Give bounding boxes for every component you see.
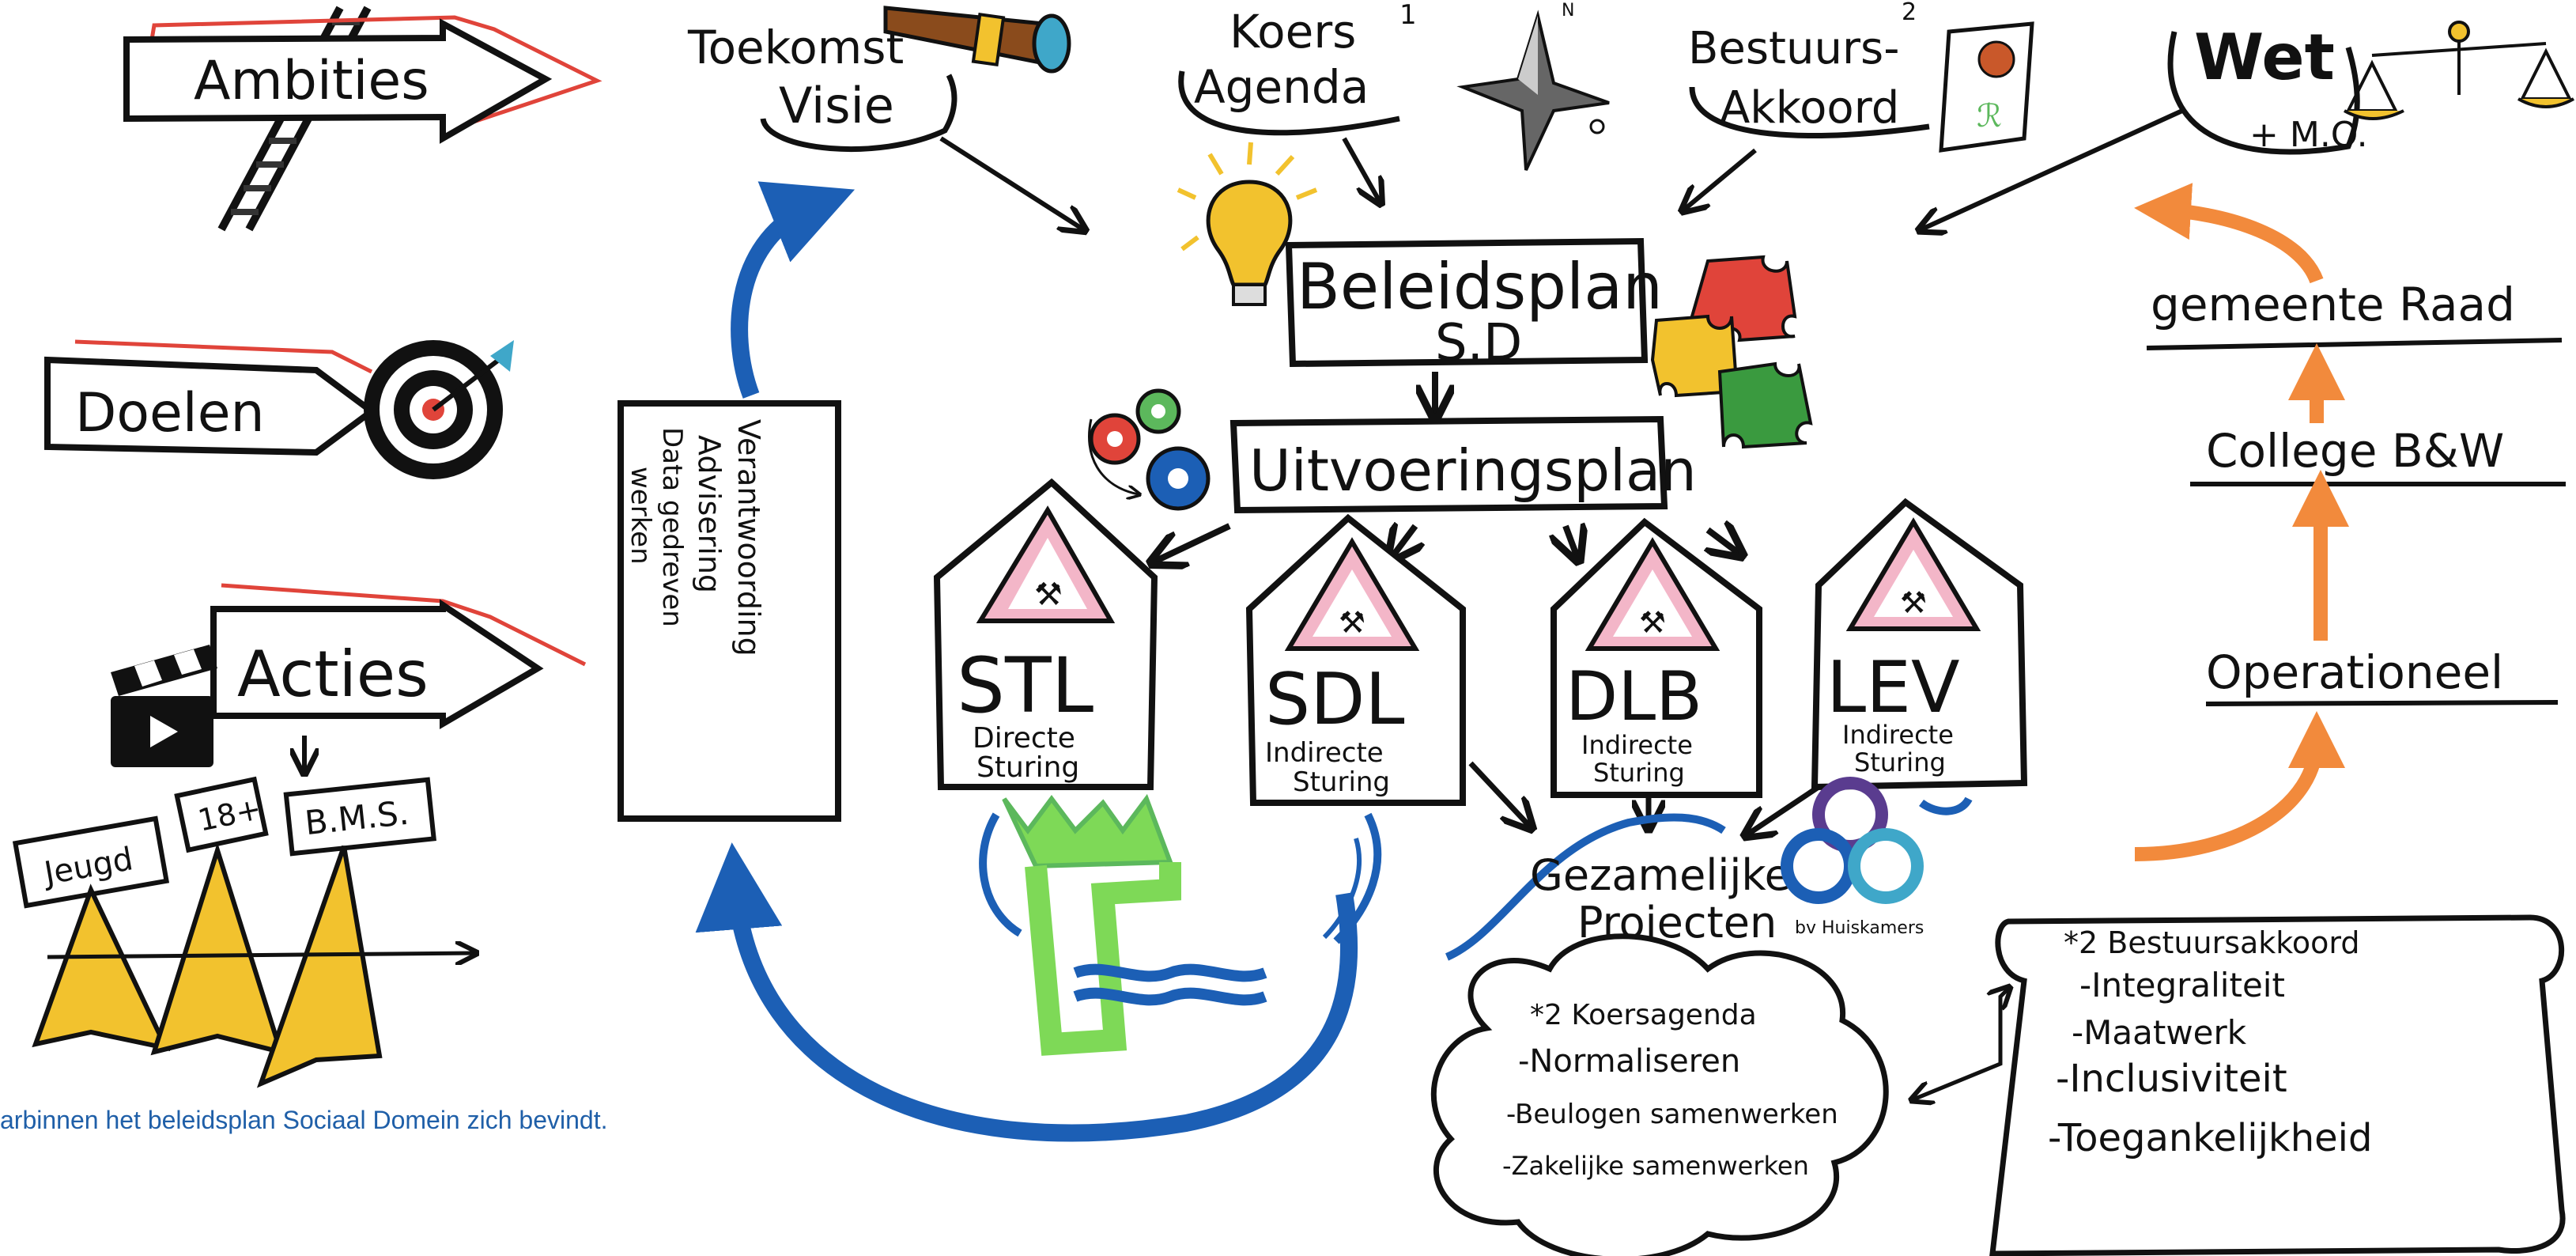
uitvoeringsplan-box: Uitvoeringsplan bbox=[1229, 415, 1697, 514]
acties-label: Acties bbox=[237, 637, 429, 711]
blue-arrow-up bbox=[731, 181, 856, 399]
svg-text:STL: STL bbox=[957, 641, 1093, 730]
bestuursakkoord-node: Bestuurs- 2 Akkoord bbox=[1688, 0, 1930, 139]
svg-text:N: N bbox=[1562, 1, 1574, 21]
svg-text:Uitvoeringsplan: Uitvoeringsplan bbox=[1249, 437, 1697, 504]
sign-stl: ⚒ STL Directe Sturing bbox=[933, 478, 1158, 790]
beleidsplan-box: Beleidsplan S.D bbox=[1285, 237, 1663, 373]
blue-wave bbox=[1445, 813, 1726, 961]
orange-arrows bbox=[2134, 183, 2349, 861]
sign-sdl: ⚒ SDL Indirecte Sturing bbox=[1245, 513, 1466, 806]
blue-arrow-cycle bbox=[695, 842, 1358, 1142]
scroll-bestuursakkoord: *2 Bestuursakkoord -Integraliteit -Maatw… bbox=[1989, 914, 2566, 1256]
svg-text:Operationeel: Operationeel bbox=[2206, 645, 2503, 699]
ambities-label: Ambities bbox=[194, 50, 429, 112]
koersagenda-node: Koers 1 Agenda bbox=[1178, 0, 1417, 136]
svg-text:-Toegankelijkheid: -Toegankelijkheid bbox=[2048, 1116, 2372, 1160]
svg-text:Directe: Directe bbox=[973, 722, 1075, 755]
blue-bracket-right bbox=[1333, 812, 1382, 944]
svg-text:1: 1 bbox=[1399, 0, 1417, 31]
ambities-arrow: Ambities bbox=[123, 15, 602, 144]
lightbulb-icon bbox=[1177, 142, 1318, 306]
sign-dlb: ⚒ DLB Indirecte Sturing bbox=[1551, 517, 1762, 798]
svg-text:Sturing: Sturing bbox=[1854, 747, 1946, 777]
svg-text:Gezamelijke: Gezamelijke bbox=[1530, 850, 1791, 900]
svg-text:gemeente Raad: gemeente Raad bbox=[2151, 278, 2515, 331]
compass-icon: N bbox=[1456, 1, 1610, 171]
blue-bracket-inner bbox=[1322, 838, 1362, 940]
toekomstvisie-node: Toekomst Visie bbox=[687, 21, 958, 153]
cloud-scroll-connector bbox=[1913, 989, 2008, 1099]
svg-text:Agenda: Agenda bbox=[1194, 60, 1369, 114]
svg-text:⚒: ⚒ bbox=[1900, 585, 1927, 620]
svg-text:Beleidsplan: Beleidsplan bbox=[1297, 250, 1663, 323]
puzzle-icon bbox=[1650, 255, 1813, 449]
gemeenteraad-node: gemeente Raad bbox=[2146, 278, 2563, 350]
svg-text:-Normaliseren: -Normaliseren bbox=[1518, 1043, 1740, 1080]
caption-text: arbinnen het beleidsplan Sociaal Domein … bbox=[0, 1106, 608, 1134]
svg-text:-Zakelijke samenwerken: -Zakelijke samenwerken bbox=[1502, 1151, 1809, 1181]
svg-text:College B&W: College B&W bbox=[2206, 424, 2504, 478]
svg-text:2: 2 bbox=[1902, 0, 1917, 26]
svg-text:LEV: LEV bbox=[1826, 646, 1960, 729]
pyramids-icon bbox=[32, 842, 474, 1088]
svg-text:S.D: S.D bbox=[1435, 314, 1522, 373]
svg-text:⚒: ⚒ bbox=[1339, 605, 1365, 640]
svg-text:Indirecte: Indirecte bbox=[1842, 720, 1954, 750]
svg-text:-Maatwerk: -Maatwerk bbox=[2072, 1013, 2247, 1052]
svg-text:-Inclusiviteit: -Inclusiviteit bbox=[2056, 1057, 2287, 1101]
svg-text:⚒: ⚒ bbox=[1639, 605, 1666, 640]
svg-text:Koers: Koers bbox=[1229, 5, 1356, 59]
operationeel-node: Operationeel bbox=[2205, 645, 2559, 706]
svg-text:SDL: SDL bbox=[1265, 658, 1405, 741]
svg-text:Bestuurs-: Bestuurs- bbox=[1688, 23, 1899, 74]
svg-text:*2 Koersagenda: *2 Koersagenda bbox=[1530, 999, 1757, 1031]
huiskamers-label: bv Huiskamers bbox=[1795, 918, 1924, 938]
gezamenlijke-node: Gezamelijke Projecten bbox=[1530, 850, 1791, 948]
scales-icon bbox=[2344, 21, 2574, 120]
svg-text:werken: werken bbox=[625, 467, 656, 565]
crown-logo bbox=[1002, 793, 1267, 1056]
wet-mo-node: Wet + M.O. bbox=[2167, 21, 2368, 155]
acties-arrow: Acties bbox=[210, 583, 587, 729]
gears-icon bbox=[1088, 388, 1211, 511]
svg-text:Sturing: Sturing bbox=[976, 751, 1079, 784]
telescope-icon bbox=[883, 6, 1071, 74]
doelen-label: Doelen bbox=[75, 382, 265, 445]
svg-text:Wet: Wet bbox=[2194, 21, 2335, 94]
svg-text:Indirecte: Indirecte bbox=[1265, 737, 1384, 769]
rings-icon bbox=[1781, 777, 1924, 904]
target-icon bbox=[364, 340, 514, 479]
svg-text:Indirecte: Indirecte bbox=[1581, 730, 1693, 760]
svg-text:-Integraliteit: -Integraliteit bbox=[2079, 966, 2285, 1004]
verantwoording-box: Verantwoording Advisering Data gedreven … bbox=[618, 400, 841, 822]
blue-wave-right bbox=[1919, 796, 1973, 815]
uitvoeringsplan-arrows bbox=[1154, 526, 1739, 562]
college-node: College B&W bbox=[2190, 424, 2566, 486]
svg-text:Advisering: Advisering bbox=[692, 435, 727, 593]
svg-text:*2 Bestuursakkoord: *2 Bestuursakkoord bbox=[2064, 925, 2360, 960]
document-scroll-icon: ℛ bbox=[1939, 21, 2034, 153]
svg-text:Data gedreven: Data gedreven bbox=[656, 427, 688, 627]
svg-text:Toekomst: Toekomst bbox=[687, 21, 904, 74]
doelen-arrow: Doelen bbox=[44, 339, 377, 456]
svg-text:Verantwoording: Verantwoording bbox=[731, 419, 766, 656]
svg-text:Visie: Visie bbox=[779, 77, 894, 134]
svg-text:Akkoord: Akkoord bbox=[1720, 82, 1899, 134]
svg-text:ℛ: ℛ bbox=[1977, 98, 2002, 134]
tag-jeugd: Jeugd bbox=[12, 815, 170, 909]
svg-text:-Beulogen samenwerken: -Beulogen samenwerken bbox=[1506, 1099, 1838, 1130]
cloud-koersagenda: *2 Koersagenda -Normaliseren -Beulogen s… bbox=[1430, 933, 1889, 1256]
svg-text:Sturing: Sturing bbox=[1293, 766, 1390, 798]
svg-text:⚒: ⚒ bbox=[1034, 577, 1063, 613]
tag-bms: B.M.S. bbox=[283, 777, 436, 857]
svg-text:Sturing: Sturing bbox=[1593, 758, 1685, 788]
clapperboard-icon bbox=[111, 645, 217, 767]
svg-text:DLB: DLB bbox=[1566, 657, 1702, 736]
sign-lev: ⚒ LEV Indirecte Sturing bbox=[1811, 497, 2028, 791]
blue-bracket-left bbox=[979, 812, 1022, 937]
tag-18plus: 18+ bbox=[174, 776, 269, 853]
